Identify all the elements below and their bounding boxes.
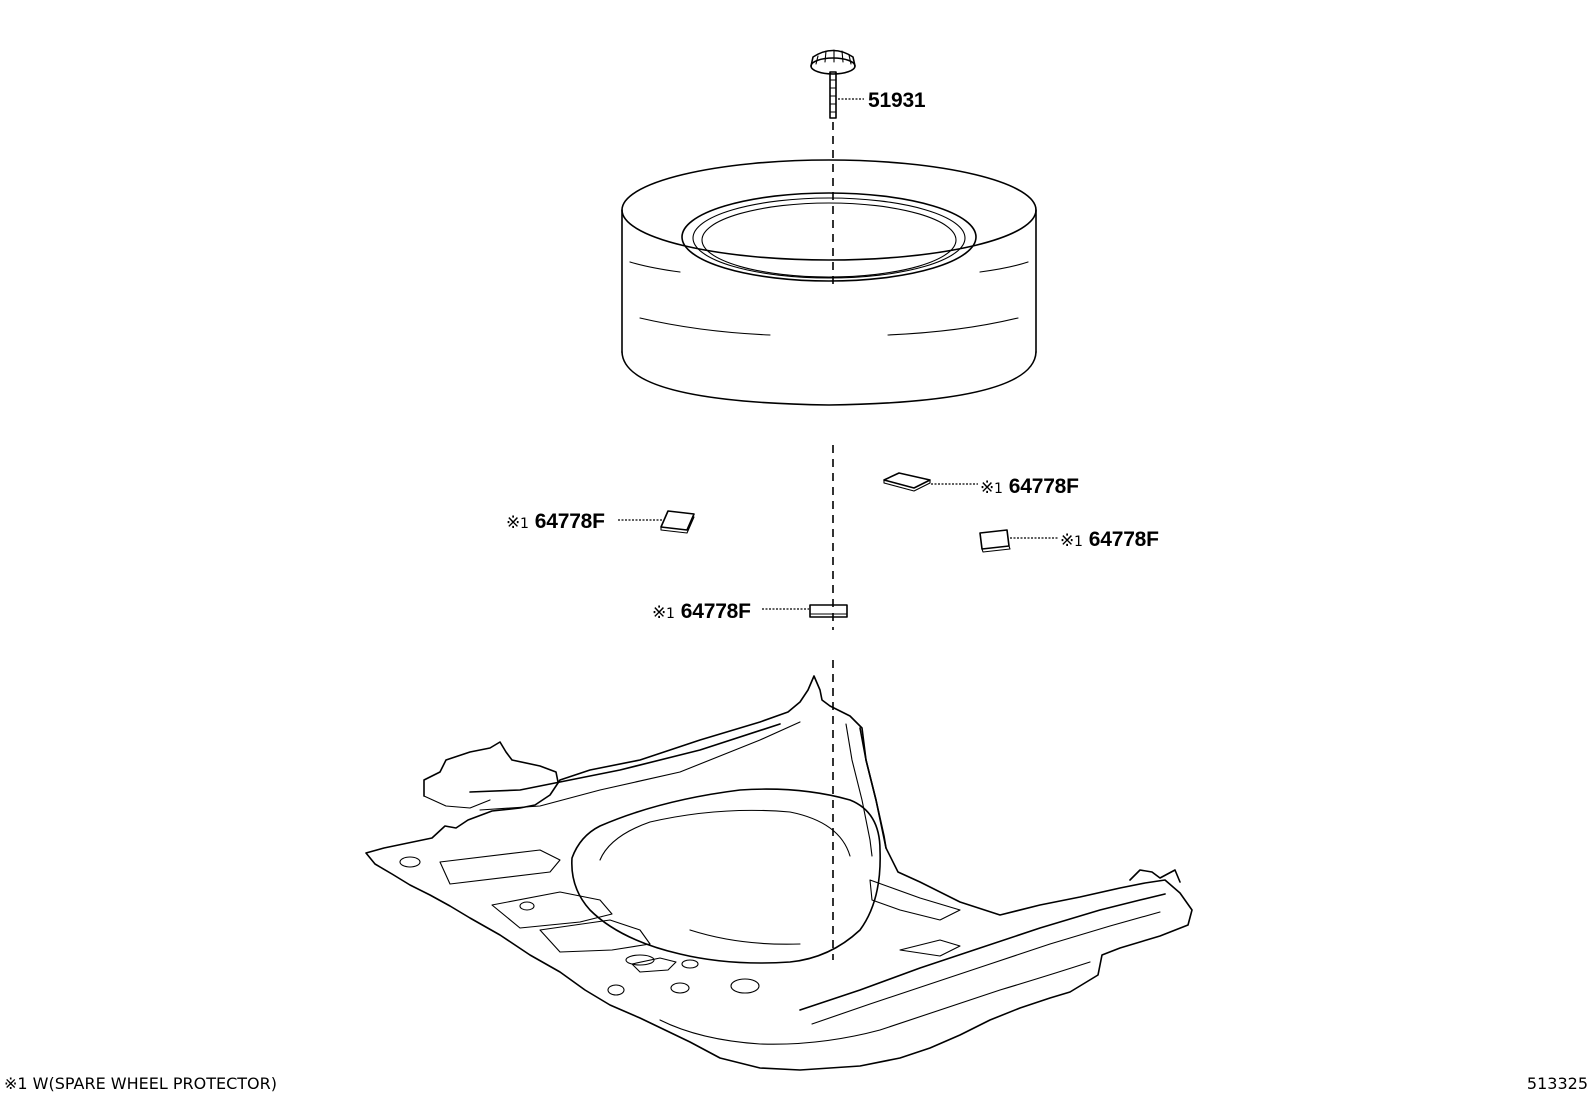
note-mark: ※ [980,478,994,498]
part-label-protector-right-lower: ※1 64778F [1060,528,1159,551]
part-label-protector-right-upper: ※1 64778F [980,475,1079,498]
protector-center-illustration [809,604,848,618]
note-number: 1 [520,516,529,532]
note-number: 1 [1074,534,1083,550]
rear-floor-pan-illustration [365,675,1193,1071]
protector-right-upper-illustration [883,472,931,492]
note-mark: ※ [506,513,520,533]
figure-id: 513325 [1527,1074,1588,1093]
part-code: 64778F [1089,528,1159,551]
part-code: 64778F [535,510,605,533]
note-number: 1 [994,481,1003,497]
note-mark: ※ [652,603,666,623]
part-code: 64778F [1009,475,1079,498]
protector-left-illustration [660,510,695,534]
part-code: 64778F [681,600,751,623]
note-mark: ※ [1060,531,1074,551]
note-number: 1 [666,606,675,622]
hold-down-bolt-illustration [810,49,856,119]
spare-tire-illustration [621,159,1037,406]
part-code-51931: 51931 [868,89,926,112]
protector-right-lower-illustration [979,529,1011,553]
footnote-legend: ※1 W(SPARE WHEEL PROTECTOR) [4,1074,277,1093]
part-label-protector-left: ※1 64778F [506,510,605,533]
part-label-protector-center: ※1 64778F [652,600,751,623]
